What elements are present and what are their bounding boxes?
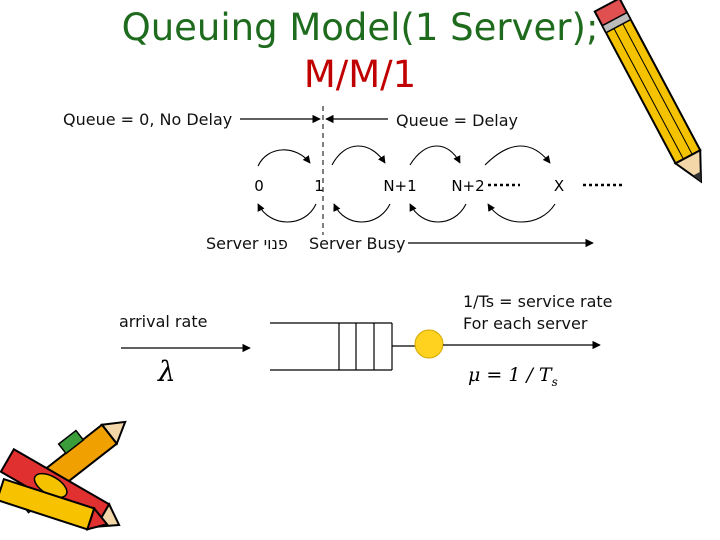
- queue-buffer: [270, 322, 393, 371]
- transition-3-2: [409, 203, 467, 223]
- state-1: 1: [314, 177, 324, 195]
- transition-2-1: [333, 203, 391, 223]
- transition-4-3: [487, 203, 556, 223]
- server-circle: [414, 329, 444, 359]
- transition-1-2: [331, 145, 386, 166]
- crayons-icon: [0, 420, 127, 531]
- service-rate-sublabel: For each server: [463, 314, 588, 333]
- mu-formula: μ = 1 / Ts: [468, 364, 558, 389]
- queue-zero-label: Queue = 0, No Delay: [63, 110, 233, 129]
- lambda-symbol: λ: [157, 355, 176, 388]
- server-idle-label: Server פנוי: [206, 234, 288, 253]
- state-n-plus-2: N+2: [451, 177, 485, 195]
- transition-0-1: [257, 149, 311, 167]
- title-line2: M/M/1: [303, 53, 417, 96]
- title-line1: Queuing Model(1 Server);: [121, 6, 599, 49]
- state-n-plus-1: N+1: [383, 177, 417, 195]
- state-0: 0: [254, 177, 264, 195]
- server-busy-label: Server Busy: [309, 234, 406, 253]
- queue-delay-label: Queue = Delay: [396, 111, 519, 130]
- state-x: X: [553, 177, 565, 195]
- pencil-icon: [593, 0, 703, 184]
- transition-3-4: [484, 145, 551, 166]
- service-rate-label: 1/Ts = service rate: [463, 292, 613, 311]
- transition-2-3: [409, 145, 461, 166]
- arrival-rate-label: arrival rate: [119, 312, 208, 331]
- transition-1-0: [257, 203, 317, 223]
